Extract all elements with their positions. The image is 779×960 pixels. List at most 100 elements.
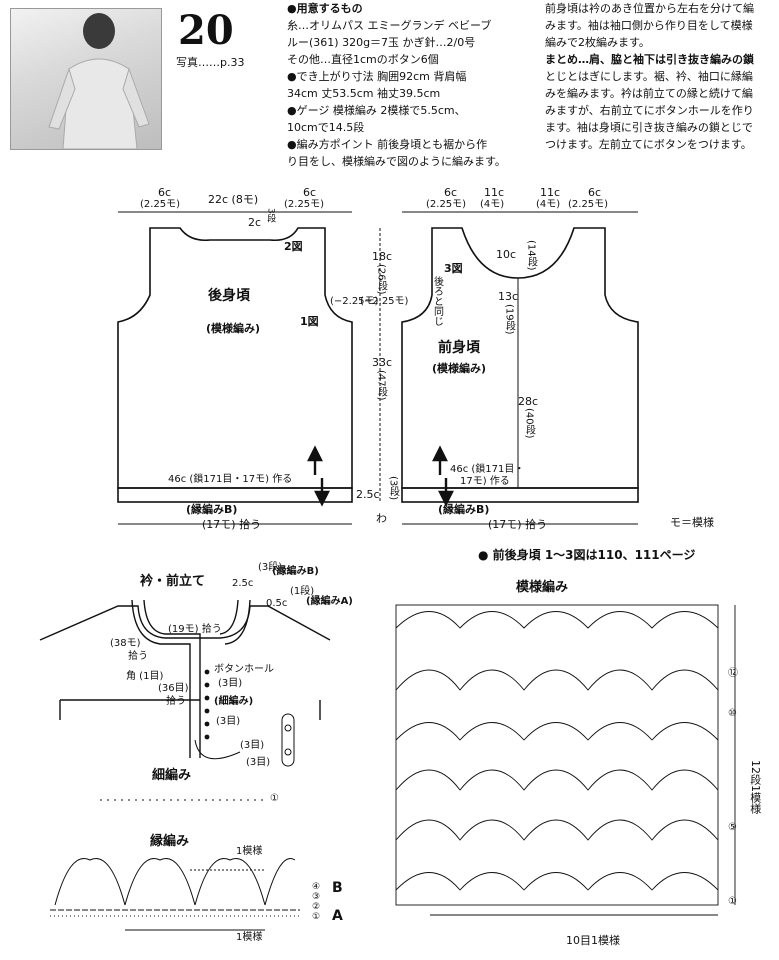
materials-heading: ●用意するもの	[287, 2, 363, 15]
front-neck-height: 10c	[496, 248, 517, 261]
back-hem-border	[117, 487, 353, 503]
collar-st3: (3目)	[216, 716, 241, 727]
front-placket-height: 13c	[498, 290, 519, 303]
collar-pick19: (19モ) 拾う	[168, 624, 222, 635]
back-title: 後身頃	[208, 288, 250, 304]
front-start-1: 46c (鎖171目・	[450, 464, 525, 475]
armhole-rows: (26段)	[375, 264, 387, 295]
body-height: 33c	[372, 356, 393, 369]
gauge-line: 10cmで14.5段	[287, 121, 365, 134]
collar-bh3: (3目)	[218, 678, 243, 689]
back-pickup: (17モ) 拾う	[202, 518, 262, 531]
pattern-row-10: ⑩	[728, 708, 737, 719]
back-top-left: 6c	[158, 186, 172, 199]
materials-line: ルー(361) 320g＝7玉 かぎ針…2/0号	[287, 36, 476, 49]
collar-st3c: (3目)	[246, 757, 271, 768]
border-repeat-bottom: 1模様	[236, 932, 263, 943]
front-top1: 6c	[444, 186, 458, 199]
collar-title: 衿・前立て	[140, 574, 206, 589]
front-fig3: 3図	[444, 262, 463, 275]
back-outline	[117, 227, 353, 489]
materials-block: ●用意するもの 糸…オリムパス エミーグランデ ベビーブ ルー(361) 320…	[287, 0, 506, 170]
collar-border-b: (縁編みB)	[272, 566, 319, 577]
instructions-block: 前身頃は衿のあき位置から左右を分けて編 みます。袖は袖口側から作り目をして模様 …	[545, 0, 754, 153]
front-top3-m: (4モ)	[536, 199, 561, 210]
back-top-left-m: (2.25モ)	[140, 199, 181, 210]
pattern-chart-title: 模様編み	[516, 580, 569, 595]
instruction-line: まとめ…肩、脇と袖下は引き抜き編みの鎖	[545, 53, 754, 66]
instruction-line: とじとはぎにします。裾、衿、袖口に縁編	[545, 70, 753, 83]
instruction-line: みます。袖は袖口側から作り目をして模様	[545, 19, 753, 32]
front-start-2: 17モ) 作る	[460, 476, 510, 487]
collar-pick38b: 拾う	[128, 651, 148, 662]
front-neck-rows: (14段)	[525, 240, 537, 271]
back-neck: 2c	[248, 216, 262, 229]
front-hem-border	[401, 487, 639, 503]
body-rows: (47段)	[375, 370, 387, 401]
collar-st3b: (3目)	[240, 740, 265, 751]
collar-buttonhole: ボタンホール	[214, 664, 274, 675]
legend-note: モ＝模様	[670, 516, 714, 529]
border-repeat-top: 1模様	[236, 846, 263, 857]
collar-width2: 0.5c	[266, 598, 288, 609]
collar-pick36b: 拾う	[166, 696, 186, 707]
instruction-line: つけます。左前立てにボタンをつけます。	[545, 138, 752, 151]
back-top-right: 6c	[303, 186, 317, 199]
front-subtitle: (模様編み)	[432, 362, 487, 375]
border-chart	[50, 858, 300, 931]
front-border: (縁編みB)	[438, 503, 490, 516]
instruction-line: ます。袖は身頃に引き抜き編みの鎖とじで	[545, 121, 753, 134]
collar-single: (細編み)	[214, 696, 254, 707]
photo-reference: 写真……p.33	[176, 56, 245, 69]
pattern-rows-label: 12段1模様	[748, 760, 762, 814]
border-row-2: ②	[312, 902, 321, 912]
front-placket-rows: (19段)	[503, 304, 515, 335]
back-top-right-m: (2.25モ)	[284, 199, 325, 210]
pattern-row-1: ①	[728, 896, 737, 907]
ring-mark: わ	[376, 512, 387, 525]
gauge-line: ●ゲージ 模様編み 2模様で5.5cm、	[287, 104, 466, 117]
single-chart-title: 細編み	[152, 768, 192, 783]
materials-line: 糸…オリムパス エミーグランデ ベビーブ	[287, 19, 492, 32]
materials-line: その他…直径1cmのボタン6個	[287, 53, 439, 66]
front-lower-rows: (40段)	[523, 408, 535, 439]
collar-border-a: (縁編みA)	[306, 596, 353, 607]
back-subtitle: (模様編み)	[206, 322, 261, 335]
pattern-row-12: ⑫	[728, 668, 738, 679]
front-same-as-back: 後ろと同じ	[431, 276, 443, 326]
model-photo	[10, 8, 162, 150]
front-top1-m: (2.25モ)	[426, 199, 467, 210]
pattern-row-5: ⑤	[728, 822, 737, 833]
front-top2-m: (4モ)	[480, 199, 505, 210]
collar-pick38: (38モ)	[110, 638, 141, 649]
collar-width: 2.5c	[232, 578, 254, 589]
back-armhole: (−2.25モ)	[330, 296, 379, 307]
instruction-line: 前身頃は衿のあき位置から左右を分けて編	[545, 2, 754, 15]
size-line: ●でき上がり寸法 胸囲92cm 背肩幅	[287, 70, 467, 83]
back-neck-rows: 3段	[265, 208, 276, 223]
back-top-mid: 22c (8モ)	[208, 193, 259, 206]
back-start: 46c (鎖171目・17モ) 作る	[168, 474, 293, 485]
front-lower-height: 28c	[518, 395, 539, 408]
collar-pick36: (36目)	[158, 683, 189, 694]
single-row-number: ①	[270, 793, 279, 804]
back-fig2: 2図	[284, 240, 303, 253]
border-row-4: ④	[312, 882, 321, 892]
border-row-3: ③	[312, 892, 321, 902]
front-title: 前身頃	[438, 340, 480, 356]
points-line: り目をし、模様編みで図のように編みます。	[287, 155, 506, 168]
front-armhole: (−2.25モ)	[360, 296, 409, 307]
border-row-1: ①	[312, 912, 321, 922]
hem-rows: (3段)	[387, 476, 399, 501]
front-top4-m: (2.25モ)	[568, 199, 609, 210]
collar-corner: 角 (1目)	[126, 671, 164, 682]
front-top2: 11c	[484, 186, 505, 199]
chart-reference: ● 前後身頃 1〜3図は110、111ページ	[478, 548, 696, 562]
pattern-number: 20	[178, 7, 234, 54]
pattern-chart	[395, 604, 736, 916]
collar-schematic	[39, 599, 331, 758]
border-label-a: A	[332, 908, 343, 924]
front-outline	[401, 227, 639, 489]
size-line: 34cm 丈53.5cm 袖丈39.5cm	[287, 87, 441, 100]
